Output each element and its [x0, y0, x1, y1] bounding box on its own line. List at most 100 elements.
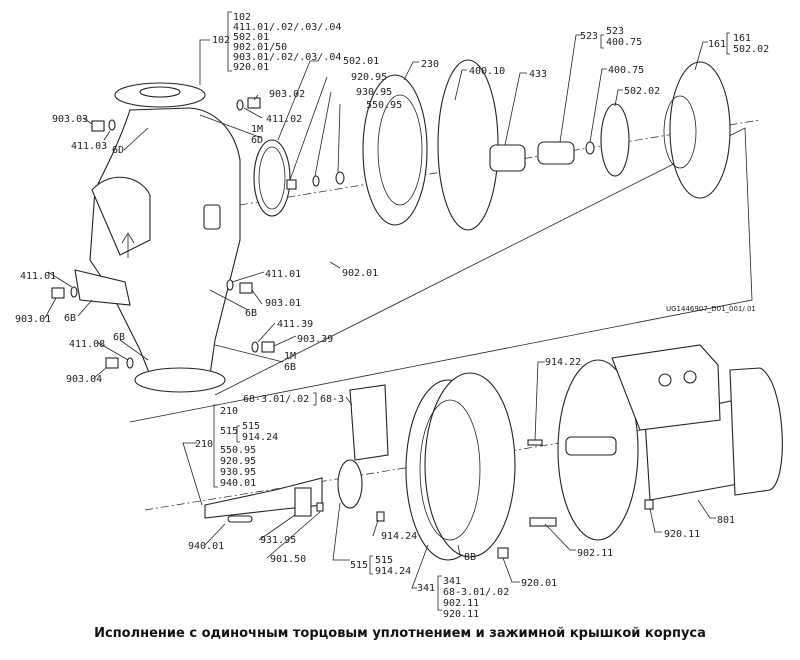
label-68-3: 68-3: [320, 394, 344, 405]
label-8b: 8B: [464, 552, 476, 563]
label-515: 515: [350, 560, 368, 571]
label-411-01: 411.01: [20, 271, 56, 282]
label-903-03: 903.03: [52, 114, 88, 125]
label-6b: 6B: [64, 313, 76, 324]
kit-102-item: 102: [233, 12, 251, 23]
kit-161-item: 161: [733, 33, 751, 44]
plug-903-03: [91, 120, 105, 132]
label-433: 433: [529, 69, 547, 80]
kit-210-sub-item: 515: [242, 421, 260, 432]
nut-920-01: [497, 547, 509, 559]
label-1m: 1M: [251, 124, 263, 135]
label-903-01: 903.01: [265, 298, 301, 309]
kit-210-item: 210: [220, 406, 238, 417]
kit-210-sub-item: 914.24: [242, 432, 278, 443]
label-411-08: 411.08: [69, 339, 105, 350]
label-411-39: 411.39: [277, 319, 313, 330]
kit-102-item: 902.01/50: [233, 42, 287, 53]
label-6b: 6B: [245, 308, 257, 319]
kit-523-item: 523: [606, 26, 624, 37]
ring-550-95: [335, 171, 345, 185]
label-1m: 1M: [284, 351, 296, 362]
label-502-02: 502.02: [624, 86, 660, 97]
ring-411-01-right: [226, 279, 234, 291]
impeller-230: [362, 74, 428, 226]
clamp-68-3: [349, 384, 389, 461]
drawing-code: UG1446907_D01_001/ 01: [666, 305, 756, 313]
ring-411-08: [126, 357, 134, 369]
label-903-02: 903.02: [269, 89, 305, 100]
motor-axis: [144, 429, 641, 511]
label-931-95: 931.95: [260, 535, 296, 546]
label-210: 210: [195, 439, 213, 450]
kit-523-item: 400.75: [606, 37, 642, 48]
stud-902-11: [529, 517, 557, 527]
label-411-03: 411.03: [71, 141, 107, 152]
ring-502-01: [253, 139, 291, 217]
washer-930-95: [312, 175, 320, 187]
label-914-22: 914.22: [545, 357, 581, 368]
label-801: 801: [717, 515, 735, 526]
label-6b: 6B: [284, 362, 296, 373]
label-6d: 6D: [251, 135, 263, 146]
key-940-01: [227, 515, 253, 523]
label-161: 161: [708, 39, 726, 50]
label-411-01: 411.01: [265, 269, 301, 280]
plate-931-95: [294, 487, 312, 517]
motor-801: [557, 344, 783, 541]
plug-903-39: [261, 341, 275, 353]
collar-515: [337, 459, 363, 509]
ring-502-02: [600, 103, 630, 177]
label-550-95: 550.95: [366, 100, 402, 111]
ring-411-39: [251, 341, 259, 353]
label-400-75: 400.75: [608, 65, 644, 76]
label-901-50: 901.50: [270, 554, 306, 565]
label-930-95: 930.95: [356, 87, 392, 98]
kit-161-item: 502.02: [733, 44, 769, 55]
label-920-01: 920.01: [521, 578, 557, 589]
kit-210-item: 550.95: [220, 445, 256, 456]
kit-210-item: 920.95: [220, 456, 256, 467]
label-411-02: 411.02: [266, 114, 302, 125]
ring-411-03: [108, 119, 116, 131]
label-920-95: 920.95: [351, 72, 387, 83]
kit-341-item: 68-3.01/.02: [443, 587, 509, 598]
kit-102-item: 903.01/.02/.03/.04: [233, 52, 341, 63]
label-903-04: 903.04: [66, 374, 102, 385]
label-230: 230: [421, 59, 439, 70]
kit-515-item: 914.24: [375, 566, 411, 577]
sleeve-523: [537, 141, 575, 165]
plug-903-02: [247, 97, 261, 109]
leader-lines: [44, 11, 730, 611]
screw-914-22: [527, 439, 543, 446]
figure-caption: Исполнение с одиночным торцовым уплотнен…: [94, 626, 706, 641]
o-ring-400-75: [585, 141, 595, 155]
cover-161: [669, 61, 731, 199]
kit-341-item: 920.11: [443, 609, 479, 620]
kit-515-item: 515: [375, 555, 393, 566]
kit-102-item: 920.01: [233, 62, 269, 73]
ring-411-02: [236, 99, 244, 111]
kit-341-item: 902.11: [443, 598, 479, 609]
label-502-01: 502.01: [343, 56, 379, 67]
label-523: 523: [580, 31, 598, 42]
kit-102-item: 502.01: [233, 32, 269, 43]
label-903-01: 903.01: [15, 314, 51, 325]
plug-903-01-left: [51, 287, 65, 299]
label-341: 341: [417, 583, 435, 594]
label-6b: 6B: [113, 332, 125, 343]
label-68-3-kit: 68-3.01/.02: [243, 394, 309, 405]
ring-411-01-left: [70, 286, 78, 298]
label-940-01: 940.01: [188, 541, 224, 552]
label-102: 102: [212, 35, 230, 46]
pump-casing-102: [74, 82, 241, 393]
label-920-11: 920.11: [664, 529, 700, 540]
screw-901-50: [316, 502, 324, 512]
label-914-24: 914.24: [381, 531, 417, 542]
assembly-frame-line: [129, 127, 753, 423]
mech-seal-433: [489, 144, 526, 172]
label-902-01: 902.01: [342, 268, 378, 279]
kit-210-item: 930.95: [220, 467, 256, 478]
plug-903-04: [105, 357, 119, 369]
